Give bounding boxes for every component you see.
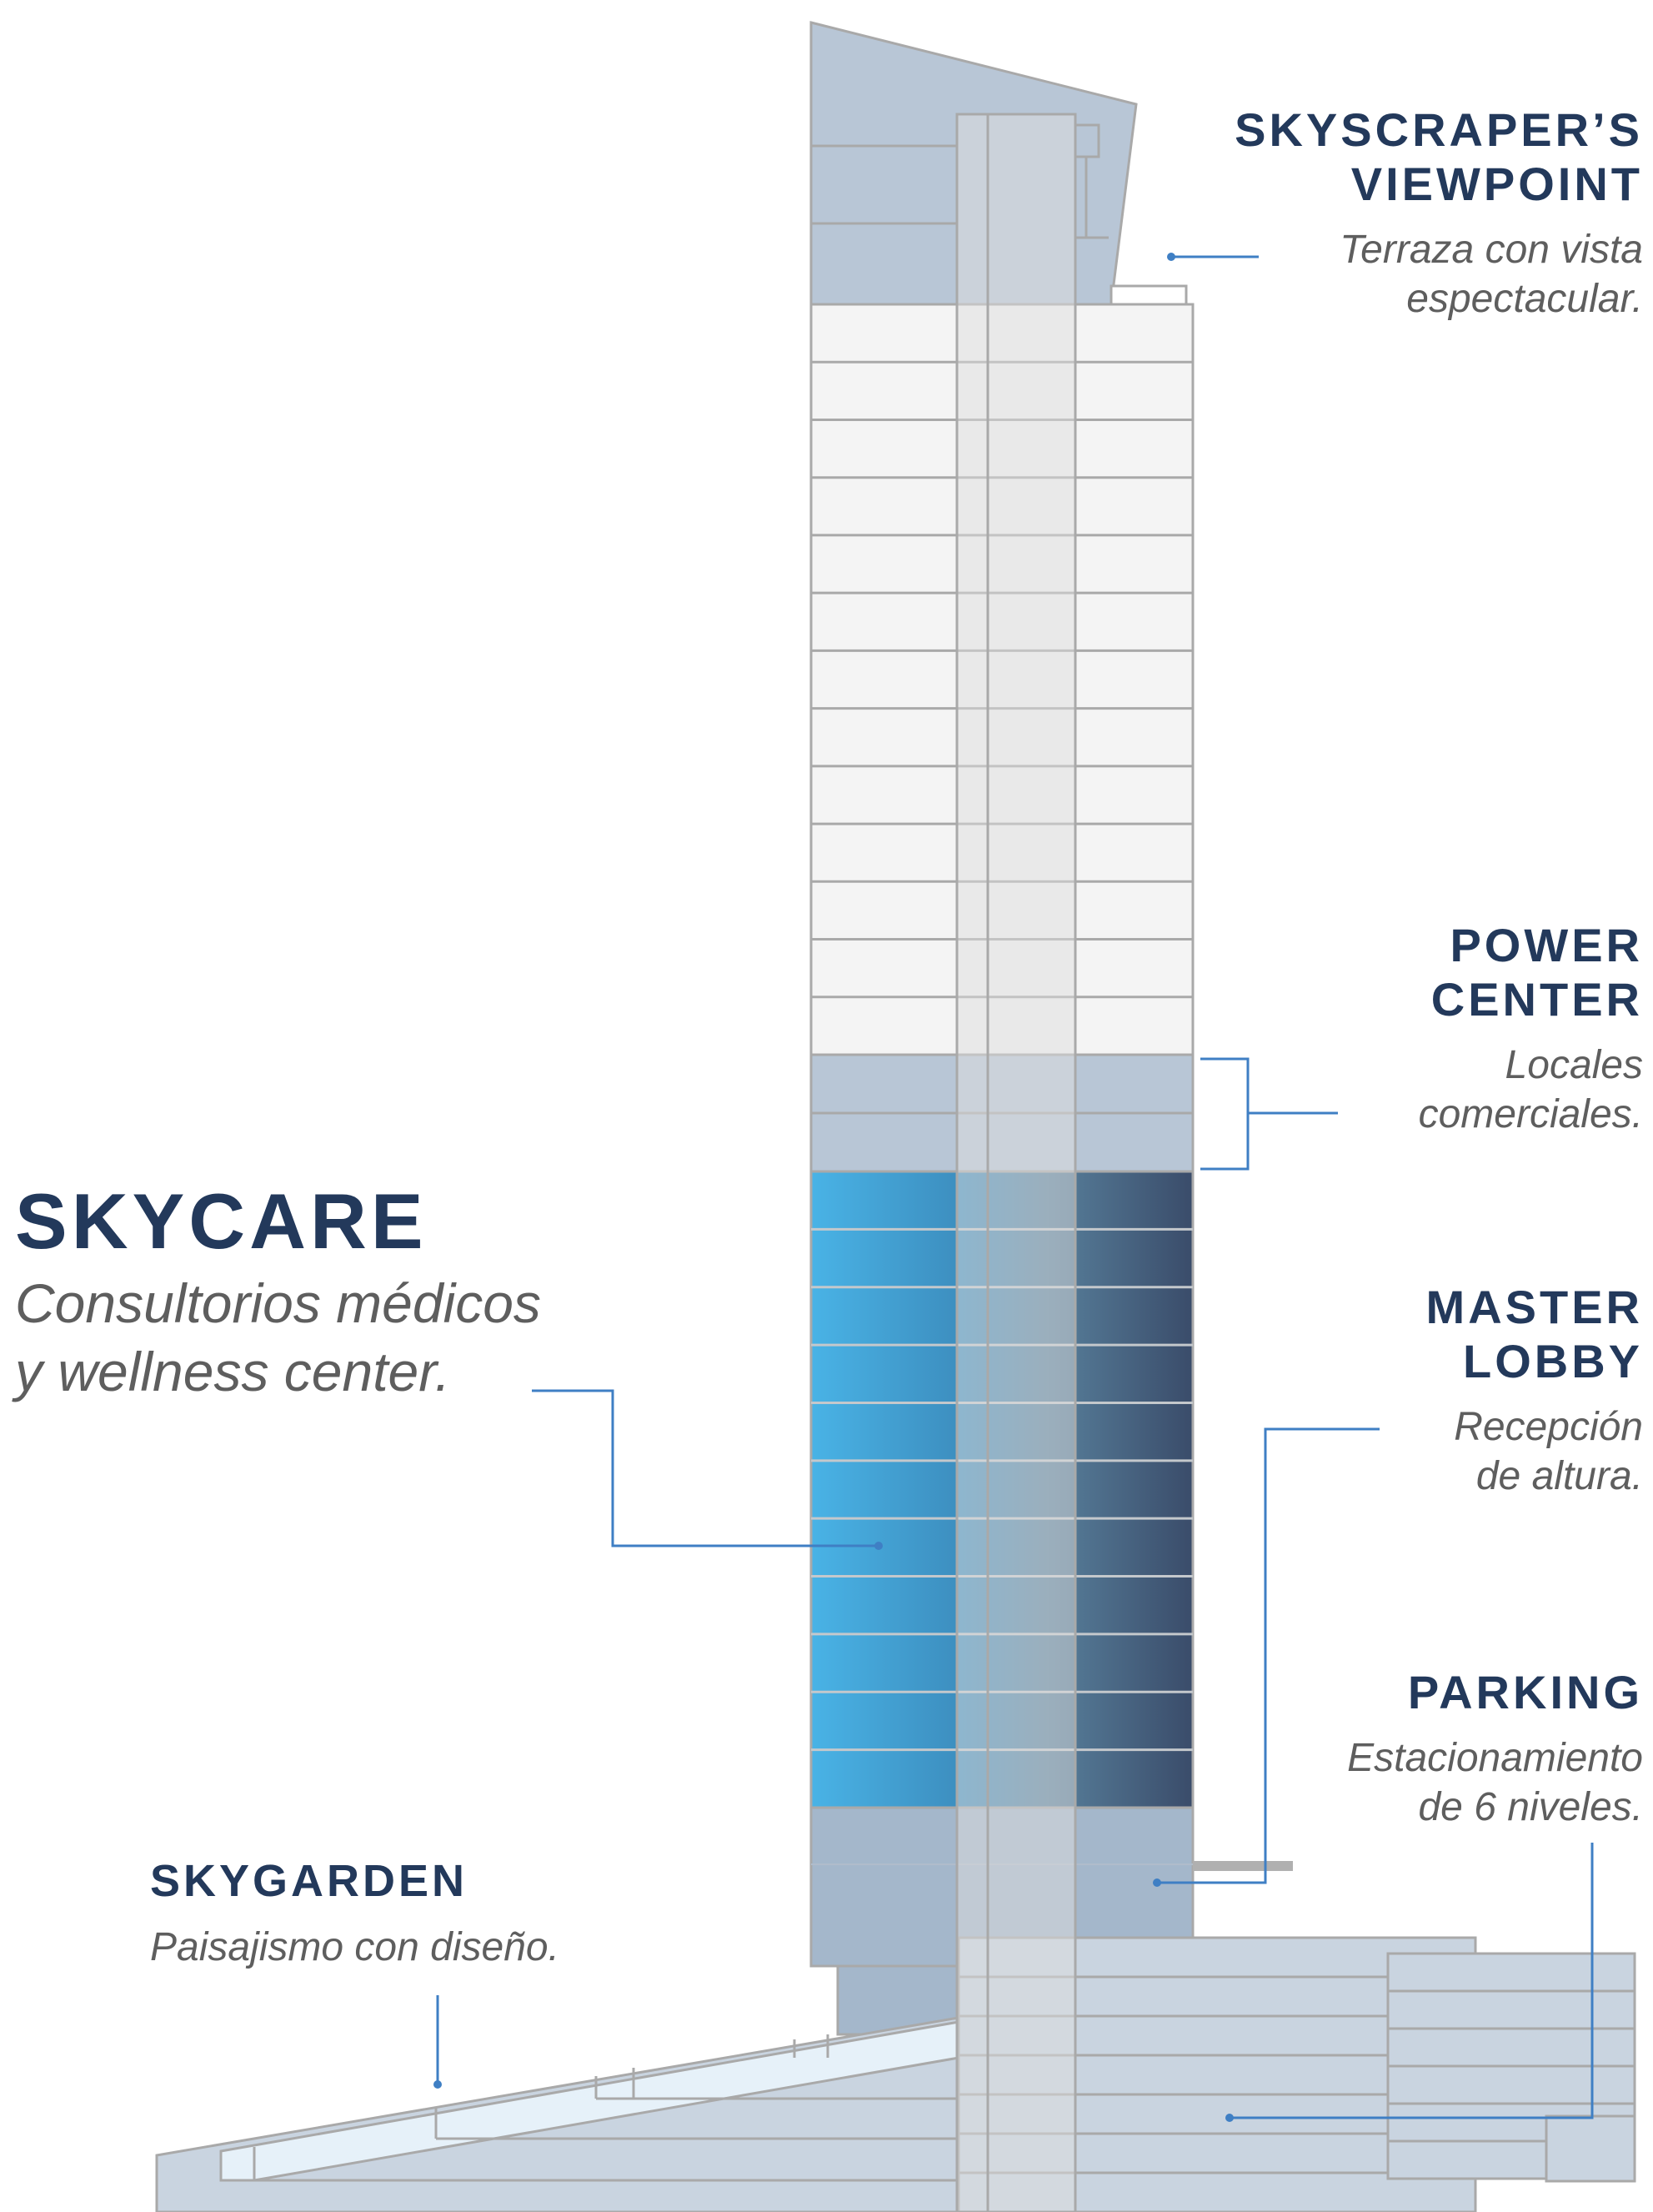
viewpoint-terrace [1110, 284, 1188, 306]
skygarden-label: SKYGARDEN Paisajismo con diseño. [150, 1855, 559, 1972]
skygarden-subtitle: Paisajismo con diseño. [150, 1924, 559, 1969]
leader-dots [433, 253, 1234, 2122]
dot-master-lobby [1153, 1878, 1161, 1887]
leader-parking [1230, 1843, 1594, 2119]
leader-master-lobby [1157, 1427, 1380, 1884]
annex-floor-lines [1388, 1989, 1635, 2143]
annex-front-block [1545, 2114, 1636, 2183]
parking-subtitle: Estacionamiento de 6 niveles. [1347, 1735, 1643, 1830]
skycare-title: SKYCARE [15, 1177, 428, 1265]
leader-lines [436, 255, 1594, 2119]
master-lobby-subtitle: Recepción de altura. [1454, 1404, 1643, 1499]
skycare-subtitle: Consultorios médicos y wellness center. [15, 1272, 541, 1402]
master-lobby-title: MASTER LOBBY [1425, 1281, 1643, 1387]
core-mast [955, 113, 1077, 2212]
skygarden-glass-canopy [219, 2020, 960, 2182]
parking-label: PARKING Estacionamiento de 6 niveles. [1347, 1666, 1643, 1833]
parking-ledge [1193, 1861, 1293, 1871]
crown-detail-lines [811, 123, 1109, 239]
leader-skycare [532, 1389, 879, 1547]
dot-skygarden [433, 2080, 442, 2089]
power-center-subtitle: Locales comerciales. [1418, 1042, 1643, 1137]
skycare-label: SKYCARE Consultorios médicos y wellness … [15, 1176, 541, 1407]
power-center-title: POWER CENTER [1430, 919, 1643, 1026]
viewpoint-subtitle: Terraza con vista espectacular. [1340, 227, 1643, 322]
viewpoint-title: SKYSCRAPER’S VIEWPOINT [1235, 103, 1643, 210]
viewpoint-label: SKYSCRAPER’S VIEWPOINT Terraza con vista… [1235, 103, 1643, 324]
parking-title: PARKING [1407, 1666, 1643, 1718]
skygarden-title: SKYGARDEN [150, 1856, 468, 1906]
power-center-label: POWER CENTER Locales comerciales. [1419, 919, 1643, 1140]
dot-viewpoint [1167, 253, 1175, 261]
dot-parking [1225, 2114, 1234, 2122]
master-lobby-label: MASTER LOBBY Recepción de altura. [1426, 1281, 1643, 1502]
leader-power-center [1200, 1057, 1250, 1171]
dot-skycare [874, 1542, 883, 1550]
